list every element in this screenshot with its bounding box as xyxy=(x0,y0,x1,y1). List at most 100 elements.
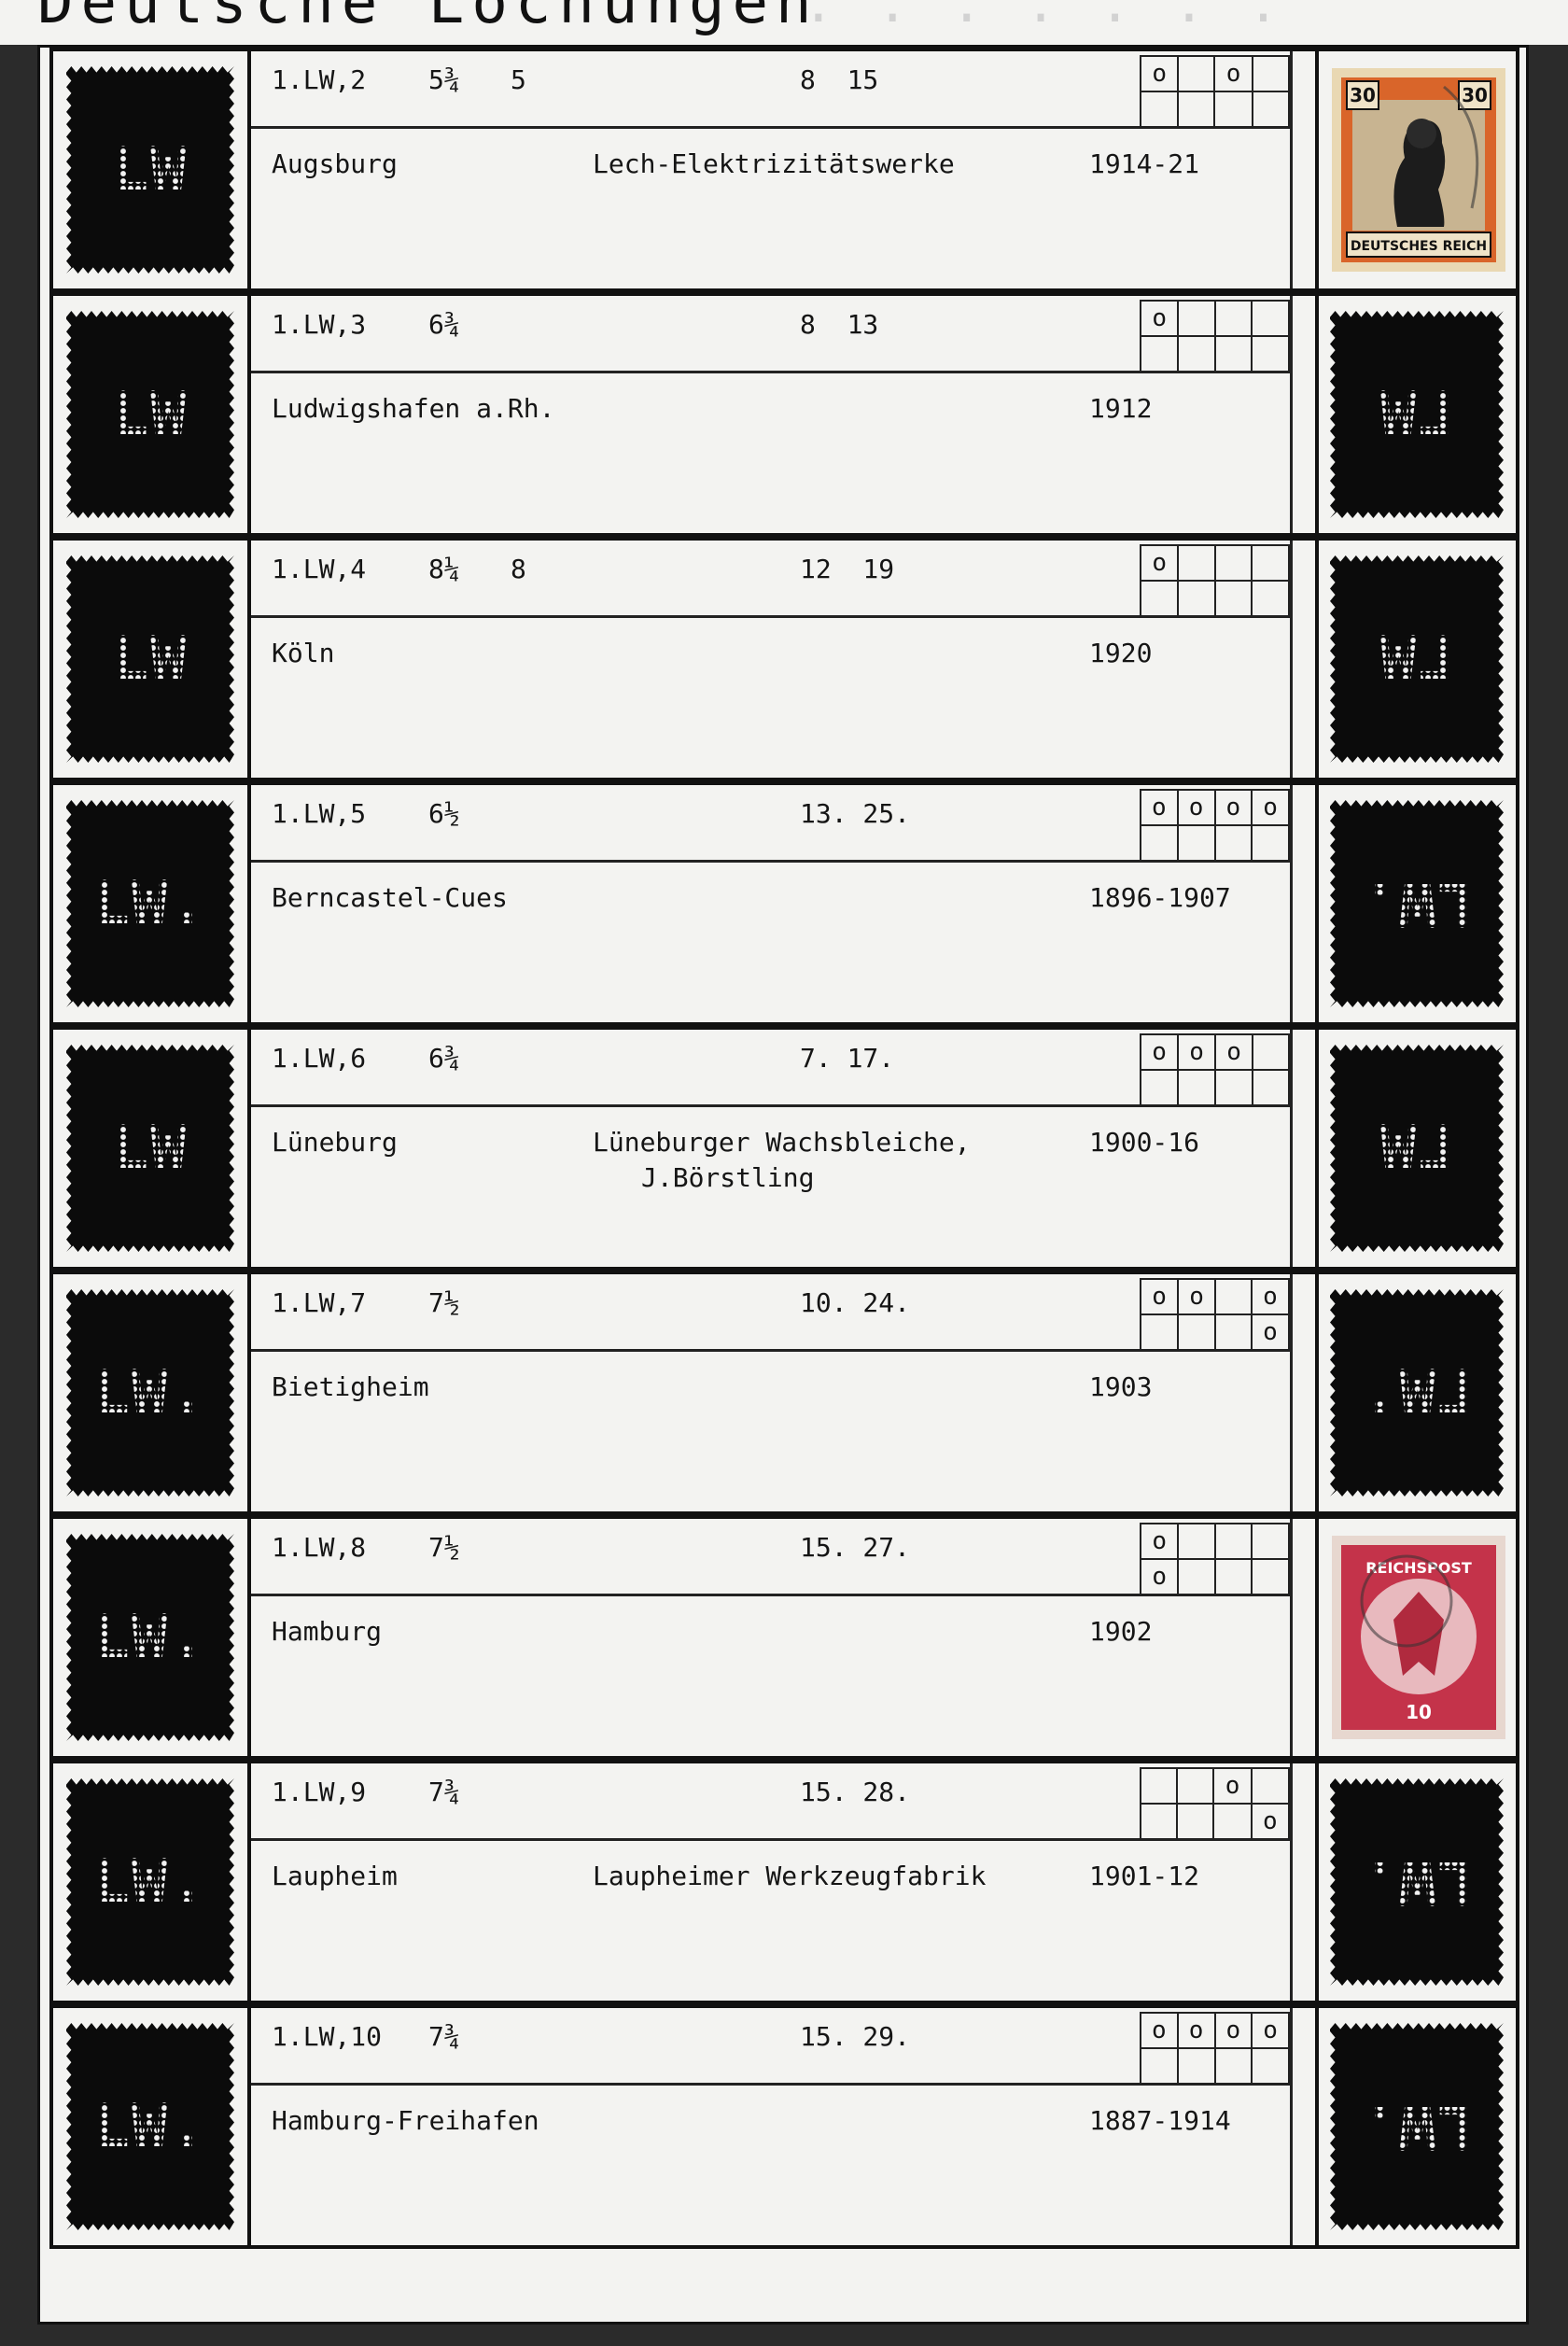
perfin-pattern: LW xyxy=(112,1114,189,1183)
catalog-number: 1.LW,9 xyxy=(272,1777,367,1807)
grid-cell xyxy=(1139,1313,1180,1351)
catalog-number: 1.LW,2 xyxy=(272,64,367,95)
grid-cell: o xyxy=(1250,1803,1291,1840)
grid-cell xyxy=(1177,1313,1217,1351)
perfin-stamp-front-icon: LW. xyxy=(1330,1778,1504,1986)
grid-cell xyxy=(1213,1558,1253,1595)
gauge: 6½ xyxy=(428,798,460,829)
perfin-pattern: LW xyxy=(112,380,189,449)
grid-cell xyxy=(1139,1803,1179,1840)
perfin-stamp-back-icon: LW xyxy=(66,311,234,518)
perfin-pattern: LW. xyxy=(93,869,207,938)
dimensions: 15. 27. xyxy=(800,1532,911,1563)
grid-cell xyxy=(1251,1523,1290,1560)
grid-cell: o xyxy=(1250,1278,1291,1315)
company-name: Laupheimer Werkzeugfabrik xyxy=(593,1861,987,1891)
dimensions: 12 19 xyxy=(800,554,895,584)
divider xyxy=(251,1104,1293,1107)
grid-cell: o xyxy=(1250,1313,1291,1351)
dimensions: 7. 17. xyxy=(800,1043,895,1074)
perfin-pattern-reversed: LW xyxy=(1379,380,1455,449)
perfin-pattern: LW. xyxy=(93,1603,207,1672)
catalog-number: 1.LW,10 xyxy=(272,2021,383,2052)
perfin-pattern-reversed: LW xyxy=(1379,1114,1455,1183)
gauge: 7½ xyxy=(428,1532,460,1563)
perfin-pattern: LW. xyxy=(93,1358,207,1427)
company-name: Lech-Elektrizitätswerke xyxy=(593,148,955,179)
show-through-text: . . . . . . . xyxy=(803,0,1285,35)
grid-cell xyxy=(1140,2047,1179,2085)
grid-cell: o xyxy=(1139,55,1180,92)
dimensions: 8 13 xyxy=(800,309,879,340)
gauge: 6¾ xyxy=(428,309,460,340)
grid-cell xyxy=(1251,91,1291,128)
grid-cell: o xyxy=(1139,1033,1180,1071)
divider xyxy=(251,1349,1293,1352)
grid-cell xyxy=(1214,1278,1253,1315)
grid-cell xyxy=(1177,335,1216,372)
place-name: Berncastel-Cues xyxy=(272,882,508,913)
years: 1902 xyxy=(1089,1616,1153,1647)
grid-cell xyxy=(1251,824,1290,862)
perfin-stamp-back-icon: LW xyxy=(66,66,234,274)
page-header: Deutsche Lochungen . . . . . . . xyxy=(0,0,1568,45)
perfin-stamp-back-icon: LW. xyxy=(66,1778,234,1986)
svg-text:30: 30 xyxy=(1462,84,1488,106)
perforation-check-grid: o xyxy=(1139,300,1290,372)
specimen-cell: LW. xyxy=(1315,1760,1519,2004)
divider xyxy=(251,615,1293,618)
gauge: 7¾ xyxy=(428,2021,460,2052)
years: 1912 xyxy=(1089,393,1153,424)
grid-cell xyxy=(1177,55,1216,92)
grid-cell xyxy=(1139,335,1180,372)
grid-cell: o xyxy=(1213,55,1253,92)
grid-cell xyxy=(1177,1069,1217,1106)
grid-cell: o xyxy=(1213,2012,1253,2049)
perfin-pattern-reversed: LW. xyxy=(1360,869,1474,938)
gauge: 6¾ xyxy=(428,1043,460,1074)
perfin-sample-cell: LW xyxy=(49,292,251,537)
grid-cell xyxy=(1251,1558,1290,1595)
perfin-sample-cell: LW. xyxy=(49,1515,251,1760)
grid-cell xyxy=(1251,544,1290,582)
hole-count: 8 xyxy=(511,554,526,584)
svg-text:REICHSPOST: REICHSPOST xyxy=(1365,1559,1472,1577)
perfin-stamp-back-icon: LW. xyxy=(66,2023,234,2230)
divider xyxy=(251,2083,1293,2086)
perfin-sample-cell: LW xyxy=(49,48,251,292)
page-title: Deutsche Lochungen xyxy=(37,0,819,37)
years: 1887-1914 xyxy=(1089,2105,1231,2136)
specimen-cell: LW. xyxy=(1315,1271,1519,1515)
grid-cell xyxy=(1251,335,1290,372)
perfin-sample-cell: LW xyxy=(49,537,251,781)
perfin-stamp-front-icon: LW xyxy=(1330,311,1504,518)
grid-cell: o xyxy=(1139,300,1180,337)
years: 1903 xyxy=(1089,1371,1153,1402)
perfin-sample-cell: LW. xyxy=(49,1760,251,2004)
grid-cell xyxy=(1177,544,1216,582)
grid-cell xyxy=(1177,300,1216,337)
place-name: Augsburg xyxy=(272,148,398,179)
